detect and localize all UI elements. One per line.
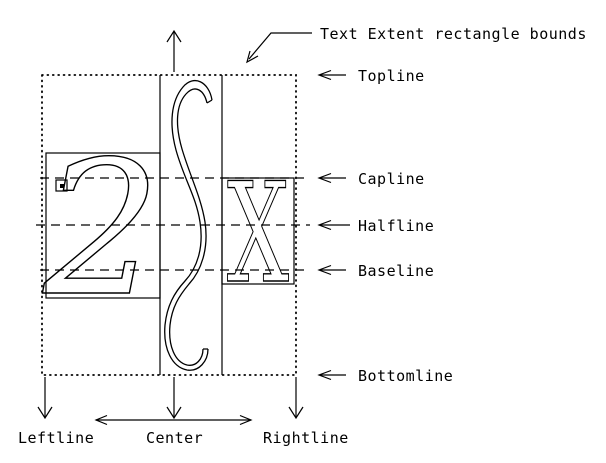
glyph-s-inner-stroke xyxy=(169,88,208,366)
label-leftline: Leftline xyxy=(18,429,94,447)
label-topline: Topline xyxy=(358,67,425,85)
label-capline: Capline xyxy=(358,170,425,188)
label-bottomline: Bottomline xyxy=(358,367,453,385)
center-arrow xyxy=(166,377,182,420)
text-extent-pointer-shaft xyxy=(248,32,312,60)
glyph-s-end-caps xyxy=(203,99,213,350)
rightline-arrow xyxy=(288,377,304,420)
capline-arrow xyxy=(317,172,346,184)
center-span-double-arrow xyxy=(94,414,253,426)
topline-arrowhead-icon xyxy=(317,69,332,81)
glyph-2-terminal-square xyxy=(55,179,68,192)
halfline-arrow xyxy=(317,219,350,231)
text-extent-rectangle xyxy=(41,74,297,376)
text-extent-pointer-arrowhead-icon xyxy=(246,50,259,64)
bottomline-arrowhead-icon xyxy=(317,369,332,381)
center-span-left-arrowhead-icon xyxy=(94,414,108,426)
glyph-2-terminal-dot xyxy=(60,184,64,188)
label-halfline: Halfline xyxy=(358,217,434,235)
bottomline-arrow xyxy=(317,369,346,381)
text-extent-pointer-arrow xyxy=(246,32,312,64)
leftline-arrow xyxy=(37,377,53,420)
glyph-s xyxy=(164,80,213,371)
glyph-x: X xyxy=(227,153,289,314)
baseline-arrow xyxy=(317,264,346,276)
leftline-arrowhead-icon xyxy=(37,406,53,420)
topline-arrow xyxy=(317,69,346,81)
center-arrowhead-icon xyxy=(166,406,182,420)
top-center-arrowhead-icon xyxy=(166,29,182,43)
label-baseline: Baseline xyxy=(358,262,434,280)
label-rightline: Rightline xyxy=(263,429,349,447)
top-center-arrow xyxy=(166,29,182,72)
halfline-arrowhead-icon xyxy=(317,219,332,231)
glyph-2: 2 xyxy=(42,121,161,337)
rightline-arrowhead-icon xyxy=(288,406,304,420)
glyph-s-outer-stroke xyxy=(164,80,213,371)
label-center: Center xyxy=(146,429,203,447)
capline-arrowhead-icon xyxy=(317,172,332,184)
baseline-arrowhead-icon xyxy=(317,264,332,276)
center-span-right-arrowhead-icon xyxy=(239,414,253,426)
label-text-extent: Text Extent rectangle bounds xyxy=(320,25,587,43)
